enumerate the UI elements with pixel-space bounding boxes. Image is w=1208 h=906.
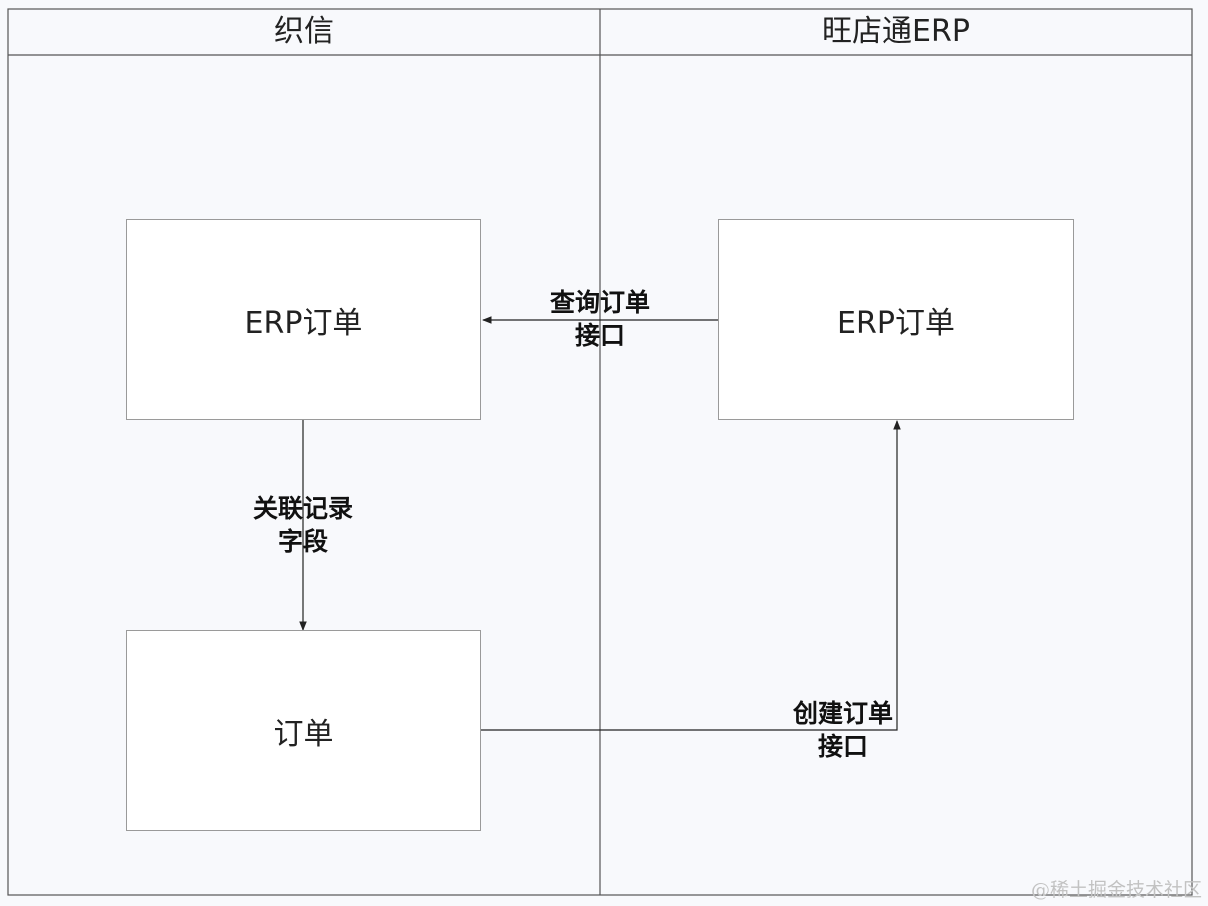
edge-label-relation-field: 关联记录 字段 — [233, 492, 373, 558]
edge-label-line: 创建订单 — [792, 699, 893, 728]
node-zhixin-erp-order: ERP订单 — [126, 219, 481, 420]
edge-label-line: 关联记录 — [252, 494, 353, 523]
edge-label-line: 接口 — [817, 732, 868, 761]
node-wangdiantong-erp-order: ERP订单 — [718, 219, 1074, 420]
edge-label-line: 字段 — [277, 527, 328, 556]
edge-label-query-order-api: 查询订单 接口 — [530, 286, 670, 352]
edge-label-line: 查询订单 — [549, 288, 650, 317]
edge-label-create-order-api: 创建订单 接口 — [773, 697, 913, 763]
create-order-api-arrow — [481, 420, 901, 731]
lane-title-wangdiantong-erp: 旺店通ERP — [822, 14, 970, 49]
node-label: ERP订单 — [837, 305, 955, 341]
node-zhixin-order: 订单 — [126, 630, 481, 831]
watermark: @稀土掘金技术社区 — [1030, 879, 1202, 901]
edge-label-line: 接口 — [574, 321, 625, 350]
lane-title-zhixin: 织信 — [274, 14, 334, 49]
node-label: ERP订单 — [244, 305, 363, 341]
node-label: 订单 — [273, 716, 334, 752]
